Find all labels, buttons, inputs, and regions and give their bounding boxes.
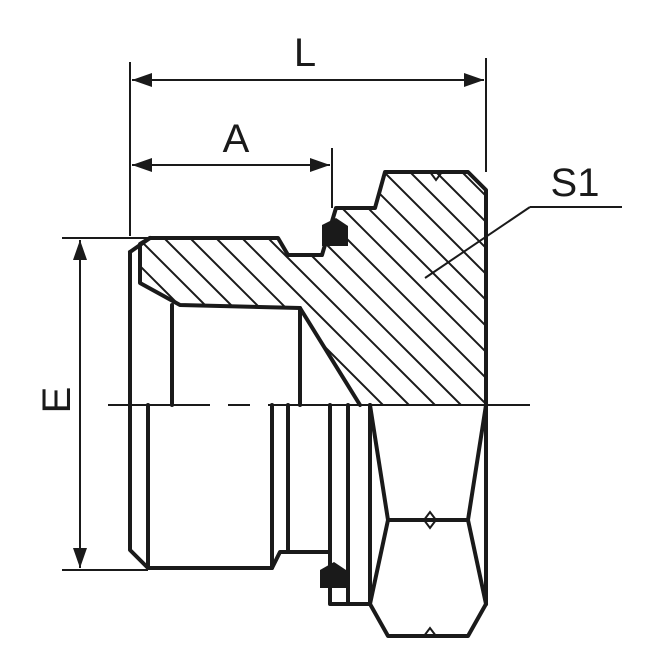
hatch-line <box>371 172 486 405</box>
hatch-line <box>423 172 486 405</box>
arrow-left-icon <box>132 73 152 87</box>
arrow-up-icon <box>73 240 87 260</box>
hatch-line <box>140 172 321 405</box>
hatch-line <box>632 160 648 420</box>
leader-s1: S1 <box>424 161 622 279</box>
upper-outline <box>148 170 488 407</box>
hatch-line <box>449 172 486 405</box>
dimension-l: L <box>129 31 487 236</box>
hatch-line <box>140 172 295 405</box>
hatch-line <box>397 172 486 405</box>
seal-ring-upper <box>322 218 348 246</box>
thread-body-lower <box>128 403 332 570</box>
dimension-e: E <box>35 237 148 571</box>
hex-face-right <box>466 403 488 606</box>
hatch-line <box>140 172 243 405</box>
arrow-down-icon <box>73 548 87 568</box>
label-e: E <box>35 387 79 414</box>
hex-notch-lower <box>423 626 437 637</box>
collar-outline <box>328 550 372 606</box>
leader-line <box>424 206 531 279</box>
hatch-line <box>0 160 86 420</box>
dimension-a: A <box>132 117 333 208</box>
label-l: L <box>294 31 316 75</box>
hatch-line <box>267 172 486 405</box>
hatch-line <box>140 172 399 405</box>
hex-face-left <box>368 403 390 606</box>
hatch-line <box>140 172 347 405</box>
hex-notch-upper <box>429 171 443 182</box>
hatch-line <box>606 160 648 420</box>
label-a: A <box>223 117 250 161</box>
hex-bottom <box>368 602 488 638</box>
label-s1: S1 <box>551 161 600 205</box>
hatch-line <box>0 160 138 420</box>
thread-chamfer-upper <box>128 236 152 254</box>
hatch-line <box>140 172 191 405</box>
hatch-line <box>0 160 60 420</box>
hatch-line <box>345 172 486 405</box>
hatch-line <box>140 172 269 405</box>
hex-notch-mid <box>422 510 438 530</box>
hatch-line <box>140 172 165 405</box>
lower-exterior-view <box>128 403 488 638</box>
seal-ring-lower <box>320 562 346 588</box>
hatch-line <box>140 172 217 405</box>
hatch-line <box>0 160 112 420</box>
arrow-right-icon <box>464 73 484 87</box>
arrow-right-icon <box>310 158 330 172</box>
arrow-left-icon <box>132 158 152 172</box>
